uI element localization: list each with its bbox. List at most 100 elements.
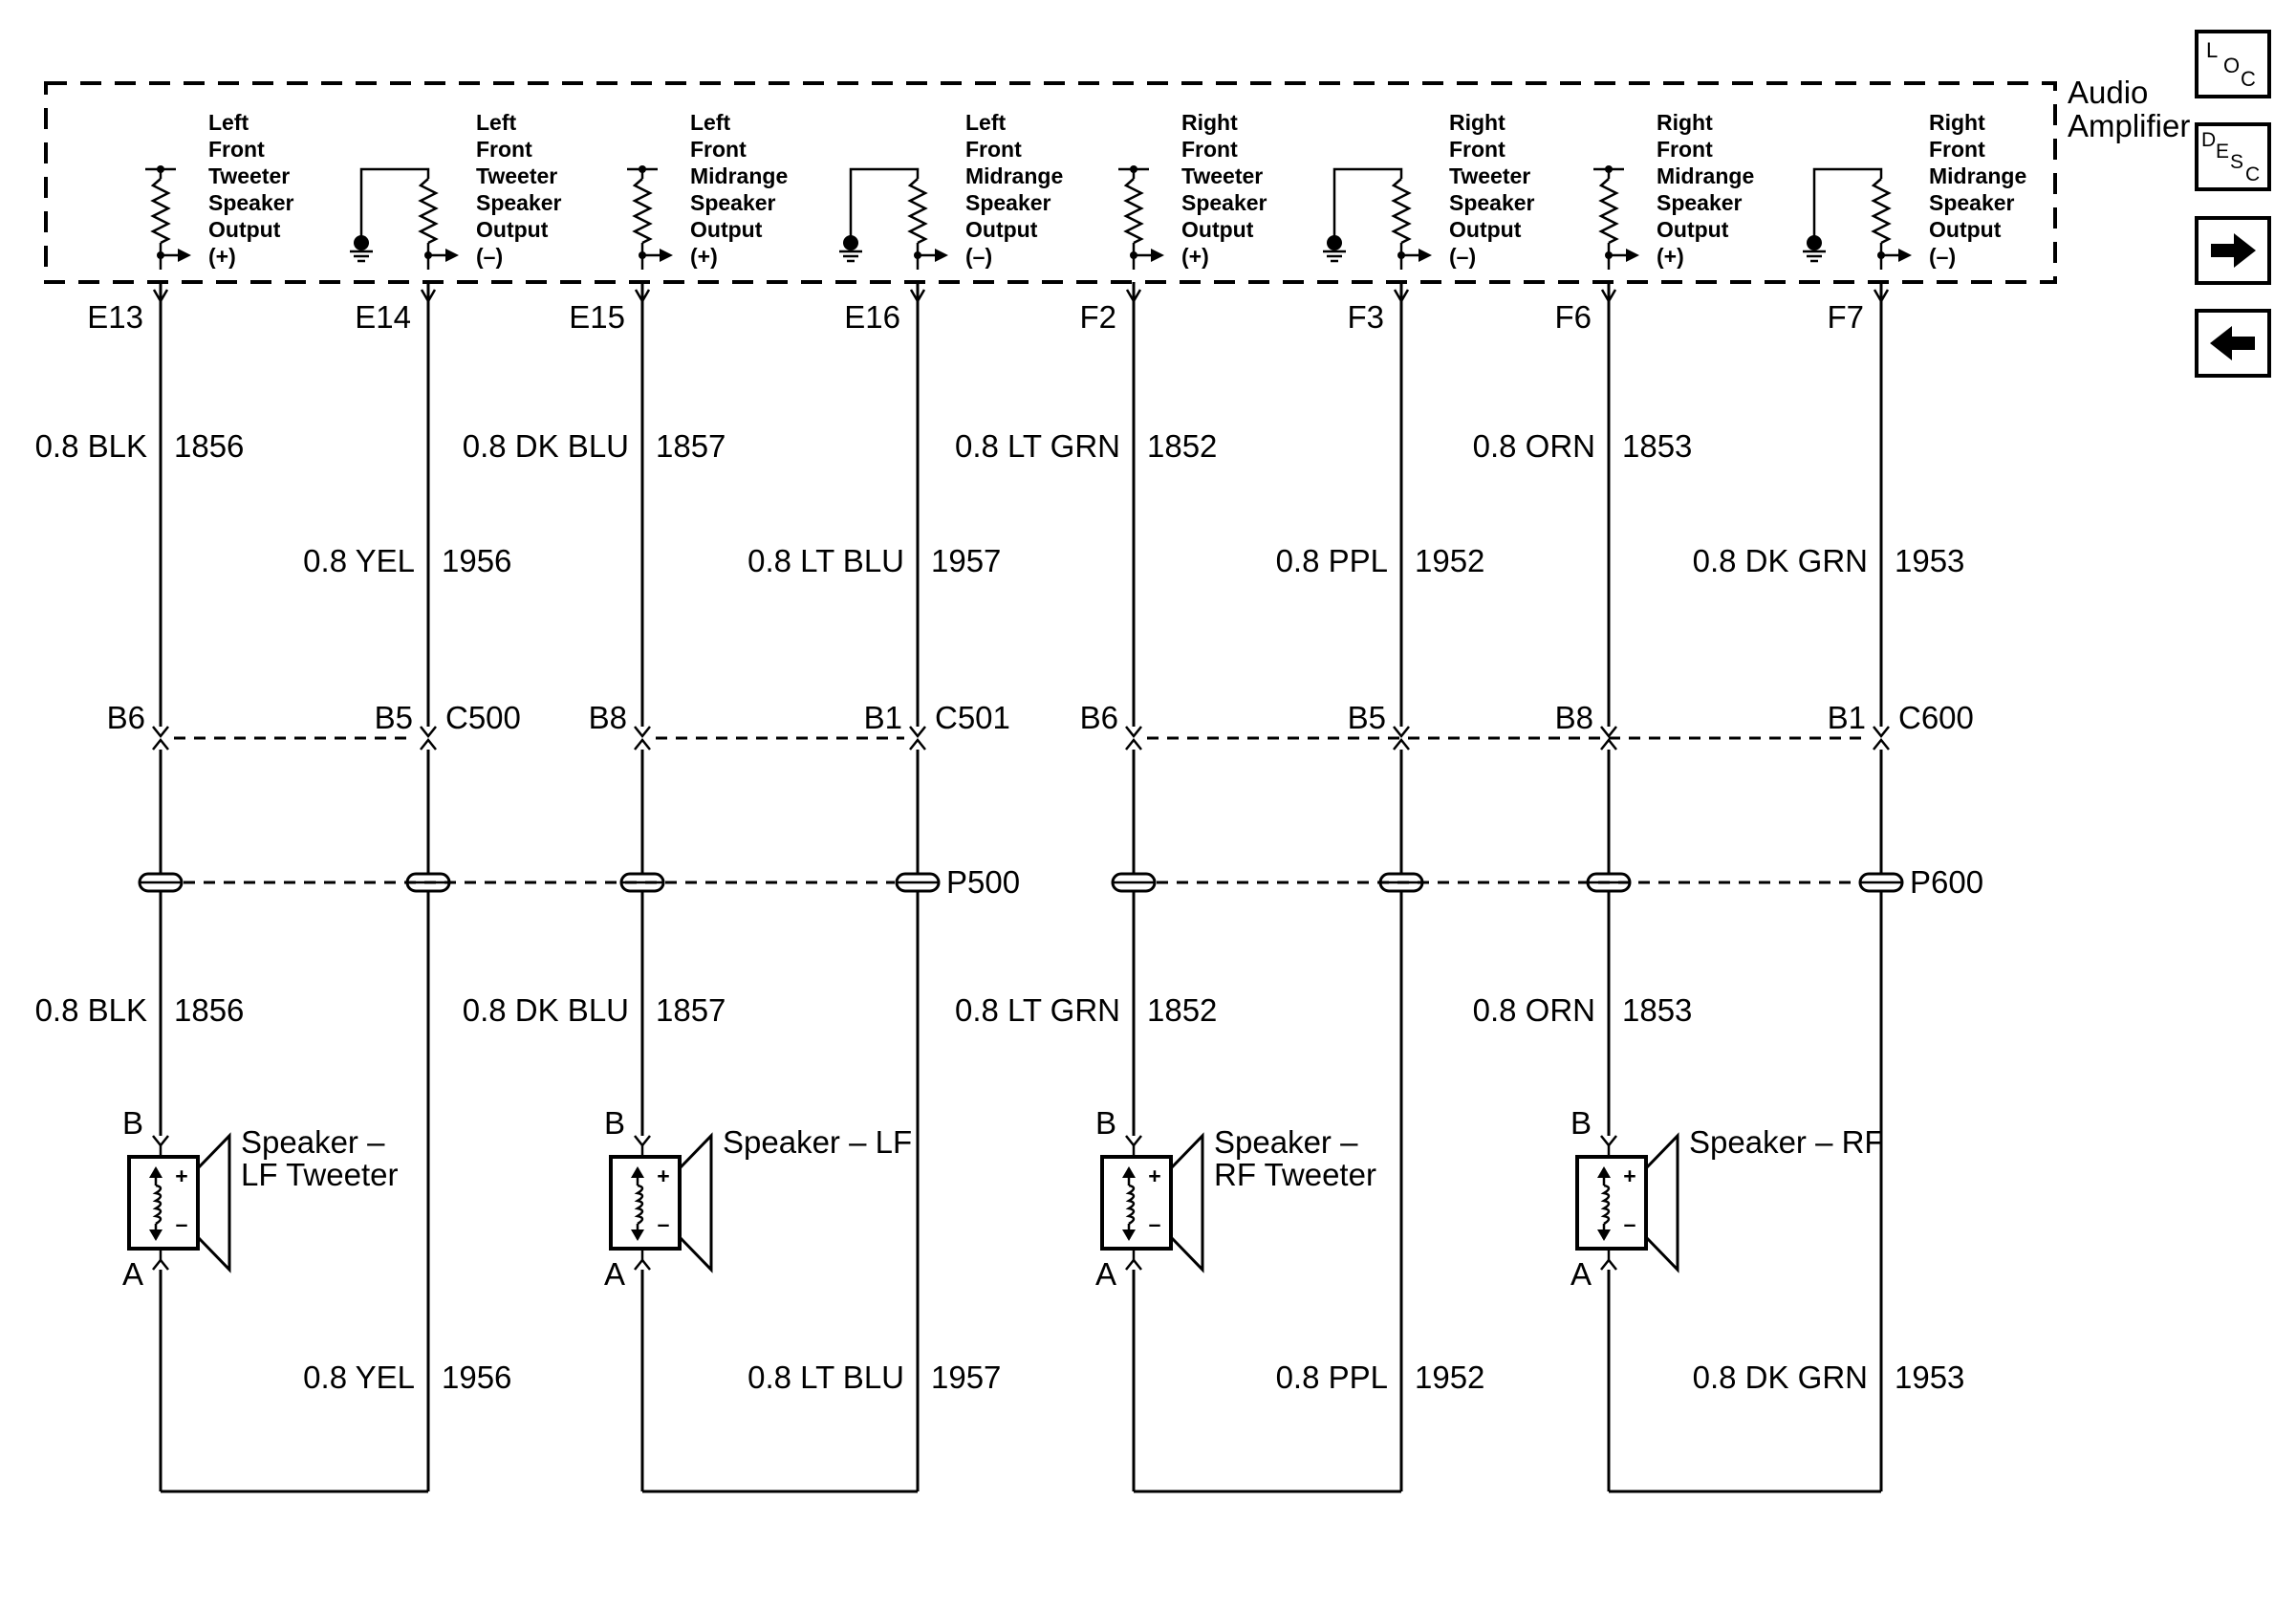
arrow-left-icon (2210, 326, 2255, 360)
arrow-right-icon (660, 249, 673, 262)
connector-pin-label: B8 (1555, 700, 1593, 735)
wire-color-label: 0.8 DK BLU (463, 992, 629, 1028)
output-label-line: Tweeter (1181, 163, 1263, 188)
wire-color-label: 0.8 LT BLU (747, 543, 904, 578)
speaker-pin-label: A (122, 1256, 143, 1292)
circuit-number-label: 1857 (656, 992, 726, 1028)
output-label-line: (–) (1929, 244, 1956, 269)
previous-page-button[interactable] (2195, 309, 2271, 378)
terminal-label: F3 (1347, 299, 1384, 335)
arrow-up-icon (631, 1166, 644, 1178)
connector-pin-label: B1 (1828, 700, 1866, 735)
output-label-line: (+) (690, 244, 718, 269)
wire-color-label: 0.8 YEL (303, 543, 415, 578)
desc-button[interactable]: D E S C (2195, 122, 2271, 191)
speaker-body (127, 1155, 200, 1251)
output-label-line: Speaker (965, 190, 1051, 215)
amplifier-label-line1: Audio (2068, 75, 2148, 110)
connector-pin-symbol (1600, 726, 1617, 739)
loc-button[interactable]: L O C (2195, 30, 2271, 98)
resistor-symbol (632, 178, 653, 245)
circuit-number-label: 1856 (174, 992, 244, 1028)
output-label-line: (+) (1657, 244, 1684, 269)
output-label-line: Front (1449, 137, 1505, 162)
ground-lead (1332, 167, 1403, 241)
connector-pin-label: B6 (1080, 700, 1118, 735)
plus-sign: + (1623, 1164, 1635, 1188)
output-label-line: Left (690, 110, 731, 135)
output-label-line: Left (965, 110, 1007, 135)
connector-pin-label: B8 (589, 700, 627, 735)
speaker-cone-icon (1644, 1132, 1679, 1273)
output-label-line: Right (1181, 110, 1238, 135)
speaker-body (1575, 1155, 1648, 1251)
desc-letter-c: C (2245, 163, 2260, 185)
output-label-line: Output (1929, 217, 2002, 242)
ground-lead (1812, 167, 1883, 241)
arrow-right-icon (1898, 249, 1912, 262)
output-label-line: Front (1181, 137, 1238, 162)
desc-letter-s: S (2230, 151, 2243, 173)
output-label-line: Front (1657, 137, 1713, 162)
connector-label: C600 (1898, 700, 1974, 735)
node-dot (157, 165, 164, 173)
node-dot (843, 235, 858, 250)
speaker-pin-label: A (1570, 1256, 1592, 1292)
loc-letter-c: C (2241, 67, 2256, 91)
plus-sign: + (657, 1164, 669, 1188)
arrow-right-icon (935, 249, 948, 262)
connector-pin-label: B1 (864, 700, 902, 735)
connector-pin-symbol (909, 737, 926, 751)
output-label-line: Left (208, 110, 249, 135)
resistor-symbol (907, 178, 928, 245)
speaker-body (1100, 1155, 1173, 1251)
output-label-line: Speaker (476, 190, 562, 215)
connector-pin-symbol (420, 726, 437, 739)
coil-symbol (152, 1184, 162, 1226)
next-page-button[interactable] (2195, 216, 2271, 285)
resistor-symbol (1598, 178, 1619, 245)
speaker-cone-icon (678, 1132, 713, 1273)
output-label-line: Right (1929, 110, 1985, 135)
output-label-line: (–) (1449, 244, 1476, 269)
output-label-line: Front (476, 137, 532, 162)
connector-label: C501 (935, 700, 1010, 735)
node-dot (639, 165, 646, 173)
minus-sign: – (1624, 1211, 1636, 1236)
terminal-label: E13 (87, 299, 143, 335)
connector-pin-symbol (909, 726, 926, 739)
connector-pin-symbol (1393, 737, 1410, 751)
speaker-name-label: Speaker – LF (723, 1124, 912, 1160)
output-label-line: Midrange (965, 163, 1063, 188)
circuit-number-label: 1957 (931, 1360, 1001, 1395)
coil-symbol (634, 1184, 644, 1226)
arrow-right-icon (445, 249, 459, 262)
desc-letter-d: D (2201, 129, 2216, 151)
output-label-line: (+) (1181, 244, 1209, 269)
wire-color-label: 0.8 DK BLU (463, 428, 629, 464)
coil-symbol (1125, 1184, 1136, 1226)
resistor-symbol (1391, 178, 1412, 245)
arrow-right-icon (1419, 249, 1432, 262)
speaker-pin-label: A (604, 1256, 625, 1292)
amplifier-label-line2: Amplifier (2068, 108, 2190, 143)
output-label-line: (–) (476, 244, 503, 269)
speaker-name-label: Speaker – (241, 1124, 385, 1160)
output-label-line: Front (690, 137, 747, 162)
wire-color-label: 0.8 ORN (1473, 992, 1595, 1028)
connector-pin-symbol (152, 737, 169, 751)
circuit-number-label: 1953 (1895, 543, 1964, 578)
wire-color-label: 0.8 DK GRN (1693, 1360, 1868, 1395)
connector-pin-symbol (1393, 726, 1410, 739)
speaker-pin-label: B (1570, 1105, 1592, 1141)
wire-color-label: 0.8 LT GRN (955, 428, 1120, 464)
speaker-name-label: LF Tweeter (241, 1157, 398, 1192)
connector-pin-symbol (1873, 737, 1890, 751)
circuit-number-label: 1857 (656, 428, 726, 464)
output-label-line: Speaker (1181, 190, 1267, 215)
ground-lead (359, 167, 430, 241)
terminal-label: E14 (355, 299, 411, 335)
circuit-number-label: 1853 (1622, 428, 1692, 464)
minus-sign: – (658, 1211, 670, 1236)
